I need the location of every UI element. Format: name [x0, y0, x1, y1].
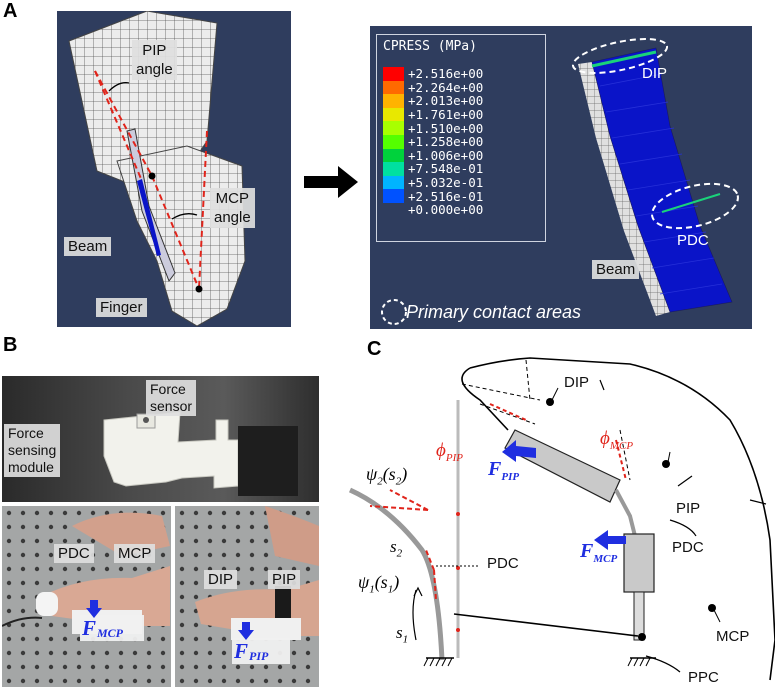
pip-label-c: PIP — [676, 500, 701, 517]
phi-mcp-label: ϕMCP — [600, 428, 634, 452]
legend-value: +1.761e+00 — [408, 107, 484, 123]
legend-scale: +2.516e+00+2.264e+00+2.013e+00+1.761e+00… — [383, 66, 484, 218]
legend-swatch — [383, 148, 404, 163]
panel-c-letter: C — [367, 338, 382, 360]
force-module-drawing — [103, 411, 298, 496]
legend-value: +1.258e+00 — [408, 134, 484, 150]
down-arrow-icon — [86, 600, 102, 618]
legend-swatch — [383, 175, 404, 190]
mcp-measurement-photo — [2, 506, 171, 687]
legend-swatch — [383, 134, 404, 149]
fe-mesh-finger — [68, 11, 246, 327]
legend-value: +2.264e+00 — [408, 79, 484, 95]
mcp-label-c: MCP — [716, 628, 750, 645]
dip-label-c: DIP — [564, 374, 590, 391]
pip-measurement-photo — [175, 506, 319, 687]
fe-model-finger-image — [57, 11, 291, 327]
panel-b-letter: B — [3, 334, 18, 356]
pdc-label-c-left: PDC — [487, 555, 519, 572]
legend-value: +1.006e+00 — [408, 147, 484, 163]
pdc-label-c: PDC — [672, 539, 704, 556]
f-pip-label-c: FPIP — [488, 458, 520, 483]
legend-row: +1.258e+00 — [383, 134, 484, 150]
pegboard-mcp — [2, 506, 171, 687]
pdc-contact-label: PDC — [677, 232, 709, 249]
legend-row: +0.000e+00 — [383, 202, 484, 218]
legend-row: +2.516e+00 — [383, 66, 484, 82]
cpress-legend: CPRESS (MPa) +2.516e+00+2.264e+00+2.013e… — [376, 34, 546, 242]
legend-row: +2.516e-01 — [383, 188, 484, 204]
legend-value: +0.000e+00 — [408, 202, 484, 218]
transition-arrow — [304, 166, 358, 198]
legend-value: +2.516e-01 — [408, 188, 484, 204]
beam-label-a: Beam — [64, 237, 112, 256]
down-arrow-icon — [238, 622, 254, 640]
finger-label: Finger — [96, 298, 147, 317]
contact-pressure-image: CPRESS (MPa) +2.516e+00+2.264e+00+2.013e… — [370, 26, 752, 329]
pip-label-b: PIP — [268, 570, 301, 589]
schematic-diagram — [348, 357, 775, 681]
s2-label: s2 — [390, 537, 403, 560]
dip-contact-label: DIP — [642, 65, 668, 82]
mcp-label-b: MCP — [114, 544, 156, 563]
pdc-label-b: PDC — [54, 544, 94, 563]
legend-title: CPRESS (MPa) — [383, 39, 477, 54]
psi1-label: ψ1(s1) — [358, 572, 400, 596]
legend-row: +1.761e+00 — [383, 107, 484, 123]
legend-swatch — [383, 94, 404, 108]
s1-label: s1 — [396, 623, 409, 646]
ppc-label-c: PPC — [688, 669, 719, 686]
legend-value: +7.548e-01 — [408, 161, 484, 177]
legend-swatch — [383, 203, 404, 217]
legend-swatch — [383, 80, 404, 95]
fe-beam-pressure-plot — [381, 38, 739, 325]
legend-row: +5.032e-01 — [383, 175, 484, 191]
legend-value: +2.013e+00 — [408, 93, 484, 109]
legend-swatch — [383, 121, 404, 135]
legend-swatch — [383, 162, 404, 176]
psi2-label: ψ2(s2) — [366, 464, 408, 488]
pegboard-pip — [175, 506, 319, 687]
legend-row: +7.548e-01 — [383, 161, 484, 177]
legend-row: +1.006e+00 — [383, 147, 484, 163]
panel-a-letter: A — [3, 0, 18, 22]
phi-pip-label: ϕPIP — [436, 440, 463, 464]
legend-row: +2.013e+00 — [383, 93, 484, 109]
legend-row: +2.264e+00 — [383, 79, 484, 95]
legend-value: +2.516e+00 — [408, 66, 484, 82]
legend-row: +1.510e+00 — [383, 120, 484, 136]
f-mcp-tag: F MCP — [80, 615, 144, 641]
f-mcp-label-c: FMCP — [580, 540, 618, 565]
legend-value: +5.032e-01 — [408, 175, 484, 191]
beam-label-a-right: Beam — [592, 260, 640, 279]
primary-contact-note: Primary contact areas — [406, 302, 582, 322]
f-pip-tag: F PIP — [232, 638, 290, 664]
contact-area-legend-icon — [381, 299, 407, 325]
dip-label-b: DIP — [204, 570, 238, 589]
legend-swatch — [383, 67, 404, 81]
legend-swatch — [383, 189, 404, 203]
legend-value: +1.510e+00 — [408, 120, 484, 136]
legend-swatch — [383, 107, 404, 122]
